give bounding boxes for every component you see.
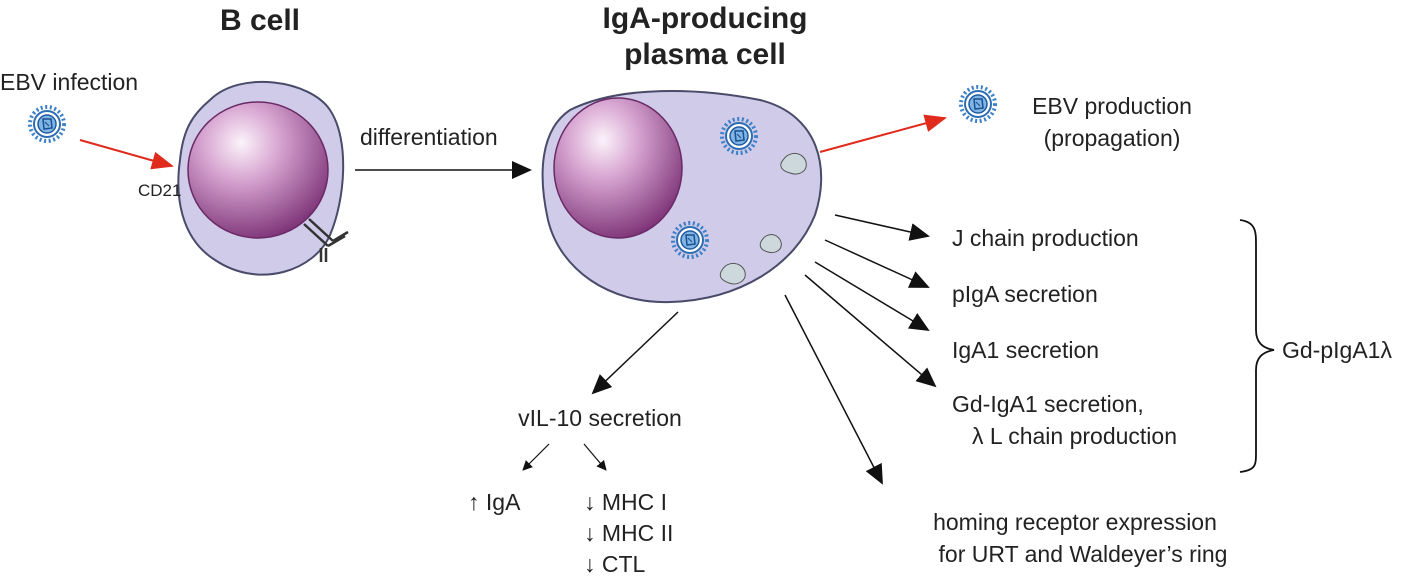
antibody-icon — [303, 218, 349, 262]
differentiation-label: differentiation — [360, 124, 498, 150]
iga-up-label: ↑ IgA — [468, 489, 521, 515]
plasma-cell-title-1: IgA-producing — [603, 2, 808, 35]
gd-piga1-label: Gd-pIgA1λ — [1282, 337, 1392, 363]
mhc2-down-label: ↓ MHC II — [584, 520, 673, 546]
gd-iga1-label: Gd-IgA1 secretion, — [952, 391, 1144, 417]
ebv-propagation-label: (propagation) — [1044, 125, 1181, 151]
lambda-chain-label: λ L chain production — [972, 423, 1177, 449]
cd21-label: CD21 — [138, 181, 181, 200]
homing-label: homing receptor expression — [933, 509, 1217, 535]
gd-iga1-arrow — [804, 274, 937, 388]
vesicle-icon — [719, 263, 746, 285]
mhc1-down-label: ↓ MHC I — [584, 489, 667, 515]
ebv-production-label: EBV production — [1032, 93, 1192, 119]
iga1-label: IgA1 secretion — [952, 337, 1099, 363]
vil10-arrow — [591, 311, 679, 395]
vesicle-icon — [759, 234, 782, 253]
j-chain-label: J chain production — [952, 225, 1139, 251]
piga-label: pIgA secretion — [952, 281, 1098, 307]
b-cell-nucleus — [187, 101, 329, 239]
b-cell-title: B cell — [220, 4, 300, 37]
ctl-down-label: ↓ CTL — [584, 551, 646, 577]
piga-arrow — [824, 239, 930, 288]
plasma-cell-title-2: plasma cell — [624, 38, 786, 71]
infection-arrow — [79, 139, 174, 170]
iga-up-arrow — [522, 443, 550, 471]
vil10-label: vIL-10 secretion — [518, 405, 682, 431]
vesicle-icon — [780, 153, 807, 175]
iga1-arrow — [814, 261, 930, 332]
grouping-brace — [1239, 219, 1275, 473]
production-arrow — [819, 114, 947, 153]
homing-target-label: for URT and Waldeyer’s ring — [939, 541, 1228, 567]
plasma-cell-nucleus — [553, 97, 683, 239]
ebv-infection-label: EBV infection — [0, 69, 138, 95]
ebv-virus-icon — [28, 105, 66, 143]
j-chain-arrow — [834, 214, 930, 241]
homing-arrow — [784, 294, 883, 485]
ebv-virus-icon — [959, 85, 997, 123]
immune-down-arrow — [583, 443, 607, 471]
